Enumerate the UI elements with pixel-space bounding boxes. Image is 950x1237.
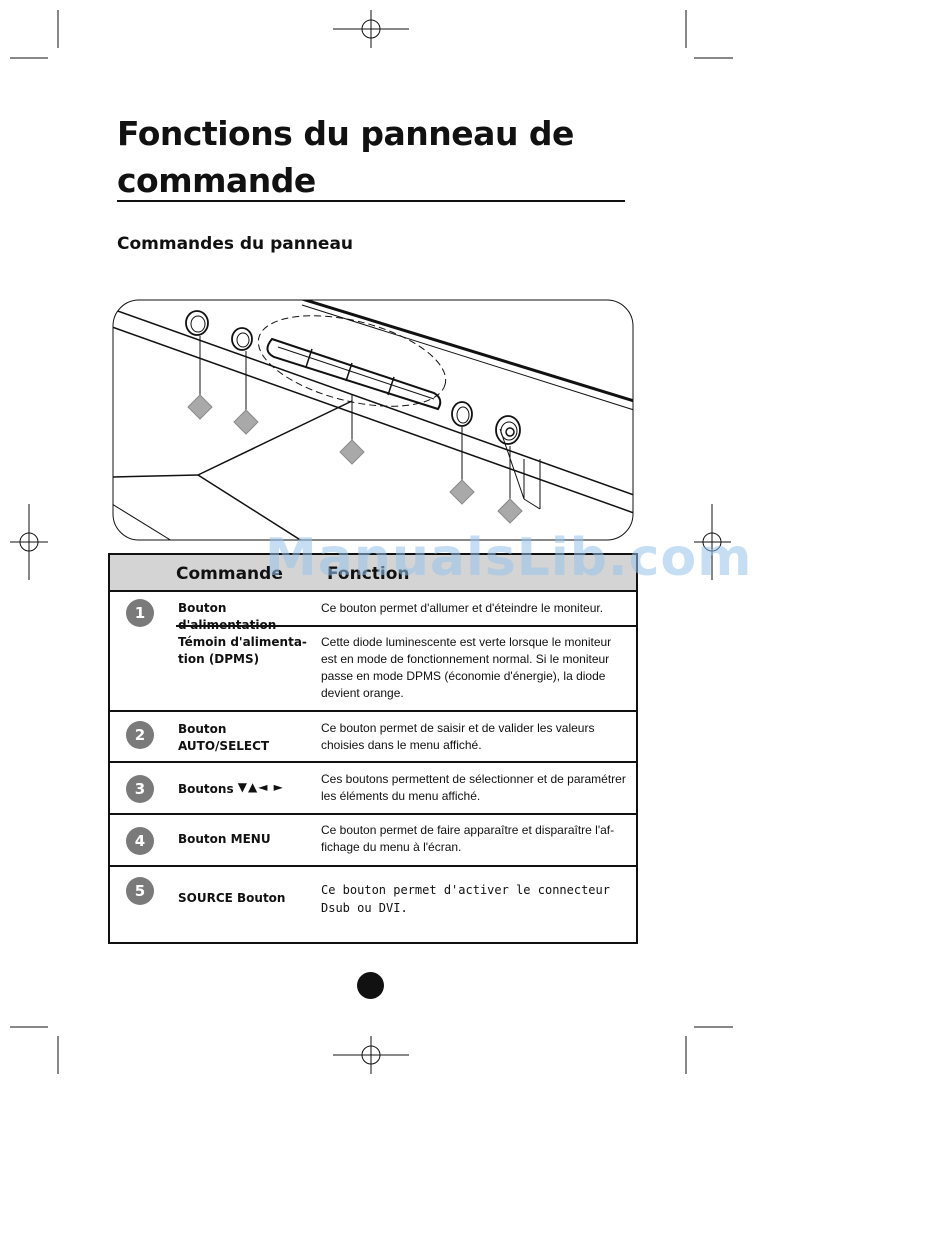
callout-1-diamond — [187, 394, 213, 420]
table-row-command: Boutons ▼▲◄ ► — [178, 779, 314, 798]
table-row-function: Ces boutons permettent de sélectionner e… — [321, 772, 626, 803]
row-badge-5: 5 — [126, 877, 154, 905]
control-panel-diagram — [112, 299, 634, 541]
row-badge-1: 1 — [126, 599, 154, 627]
watermark: ManualsLib.com — [265, 528, 753, 588]
page-number-dot — [357, 972, 384, 999]
row-badge-2: 2 — [126, 721, 154, 749]
callout-5-diamond — [497, 498, 523, 524]
table-row-function: Ce bouton permet de saisir et de valider… — [321, 721, 595, 752]
table-row-function: Cette diode luminescente est verte lorsq… — [321, 635, 612, 700]
row-divider — [110, 710, 636, 712]
table-row-function: Ce bouton permet d'allumer et d'éteindre… — [321, 601, 604, 615]
table-header: Commande Fonction — [110, 555, 636, 592]
callout-4-diamond — [449, 479, 475, 505]
table-row-command: SOURCE Bouton — [178, 891, 286, 905]
callout-2-diamond — [233, 409, 259, 435]
table-row-function: Ce bouton permet d'activer le connecteur… — [321, 883, 610, 915]
table-row-command: Bouton MENU — [178, 832, 271, 846]
row-badge-4: 4 — [126, 827, 154, 855]
command-label: Boutons — [178, 782, 234, 796]
row-divider — [110, 813, 636, 815]
controls-table: Commande Fonction 1 Bouton d'alimentatio… — [108, 553, 638, 944]
row-badge-3: 3 — [126, 775, 154, 803]
table-row-function: Ce bouton permet de faire apparaître et … — [321, 823, 615, 854]
section-subtitle: Commandes du panneau — [117, 234, 354, 254]
title-rule — [117, 200, 625, 202]
header-command: Commande — [176, 564, 283, 584]
row-divider — [110, 761, 636, 763]
arrow-keys-icon: ▼▲◄ ► — [237, 780, 284, 794]
page-title: Fonctions du panneau de commande — [117, 114, 574, 200]
table-row-command: Bouton AUTO/SELECT — [178, 722, 270, 753]
table-row-command: Témoin d'alimenta-tion (DPMS) — [178, 635, 307, 666]
table-row-command: Bouton d'alimentation — [178, 601, 276, 632]
callout-3-diamond — [339, 439, 365, 465]
row-divider — [176, 625, 636, 627]
row-divider — [110, 865, 636, 867]
header-function: Fonction — [327, 564, 410, 584]
